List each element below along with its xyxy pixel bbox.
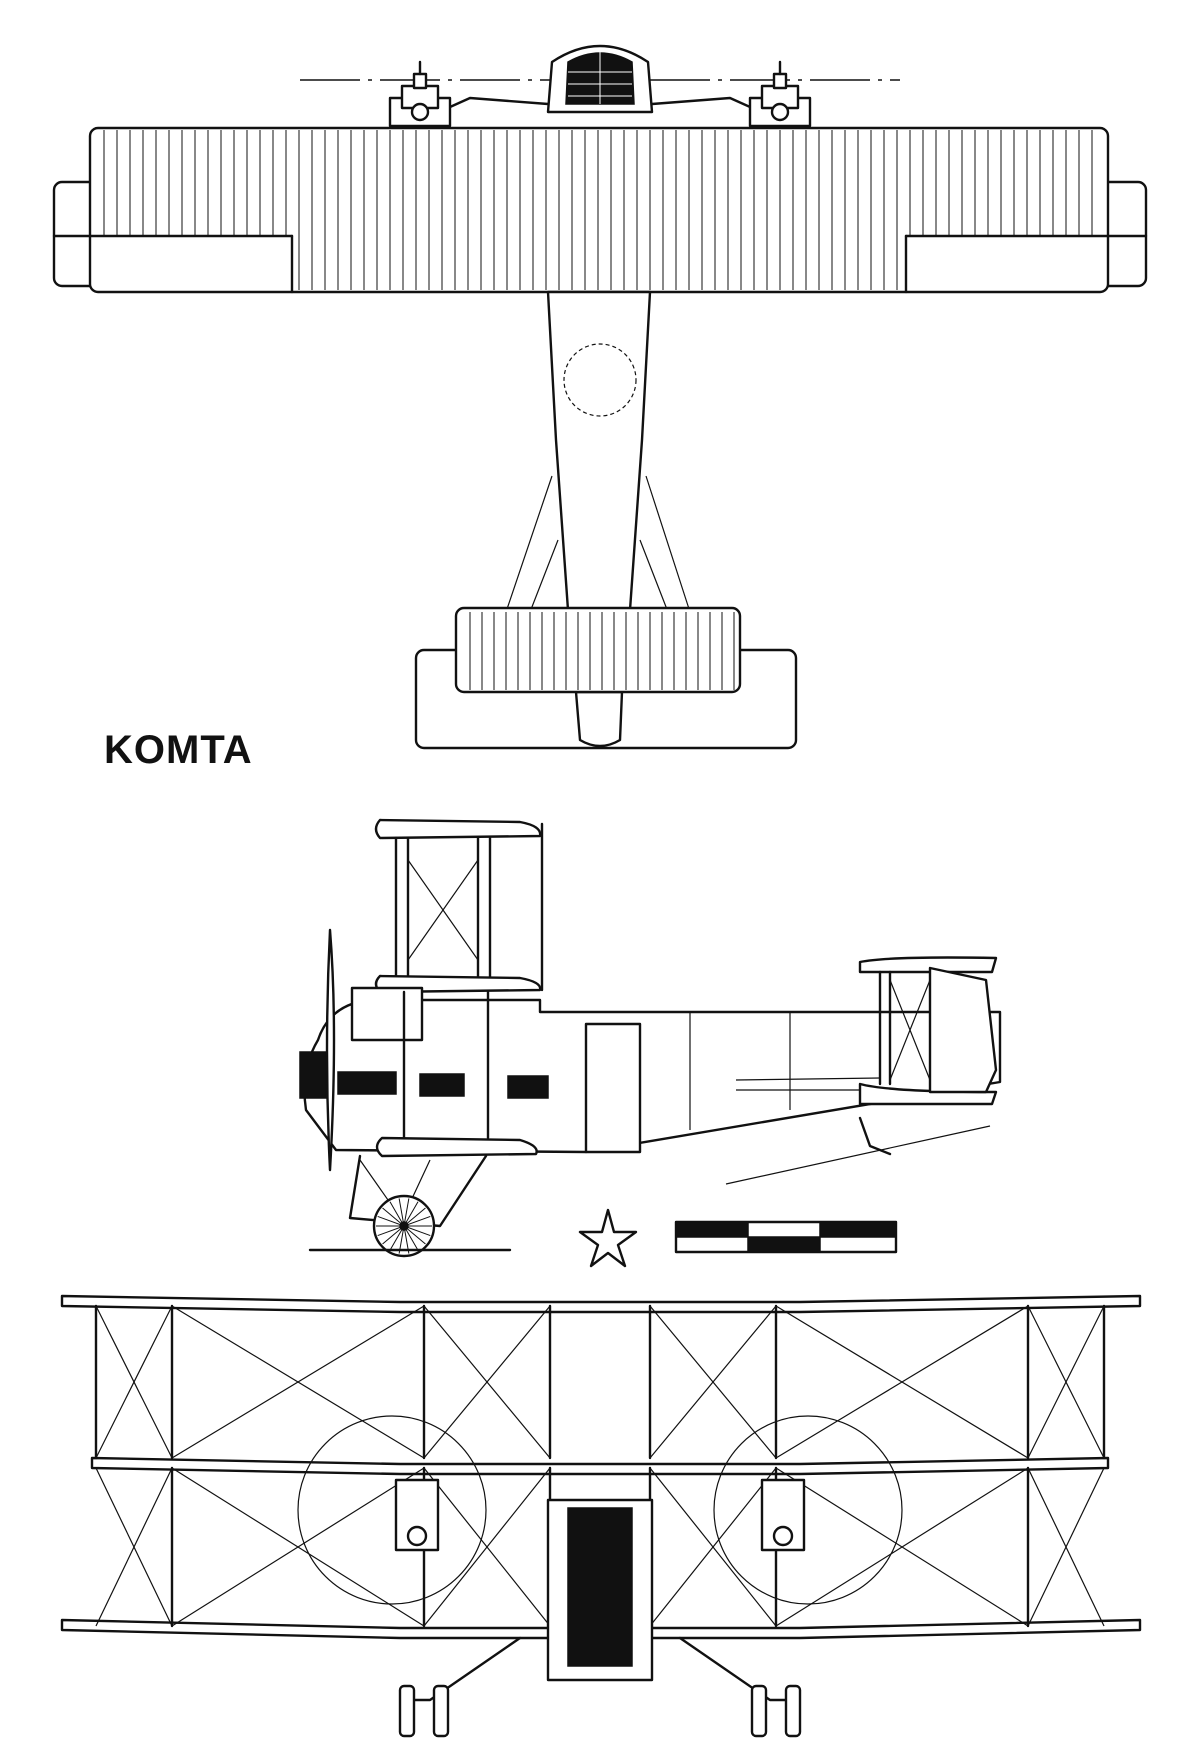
middle-wing-front (90, 1456, 1110, 1476)
lower-wing-side (375, 1136, 538, 1158)
engine-side (350, 986, 424, 1042)
wing-ribs (103, 130, 1093, 290)
upper-wing-side (374, 818, 542, 840)
tail-ribs (469, 612, 735, 690)
prop-disc-right (713, 1415, 903, 1605)
tailplane-plan (454, 606, 742, 694)
front-view (60, 1294, 1142, 1738)
rudder-plan (574, 690, 624, 748)
side-view (299, 818, 1002, 1268)
upper-wing-plan (88, 126, 1110, 294)
prop-disc-left (297, 1415, 487, 1605)
rudder-side (928, 966, 998, 1094)
plan-view (52, 44, 1148, 750)
aircraft-designation: KOMTA (104, 728, 253, 772)
propeller-side (325, 928, 336, 1172)
engine-right-plan (748, 60, 812, 128)
tailplane-lower-side (858, 1082, 998, 1106)
upper-wing-front (60, 1294, 1142, 1314)
fuselage-plan (546, 290, 652, 612)
roundel (563, 343, 637, 417)
engine-left-plan (388, 60, 452, 128)
scale-bar (674, 1220, 898, 1254)
door-side (584, 1022, 642, 1154)
tailplane-upper-side (858, 956, 998, 974)
star-emblem (578, 1208, 638, 1268)
